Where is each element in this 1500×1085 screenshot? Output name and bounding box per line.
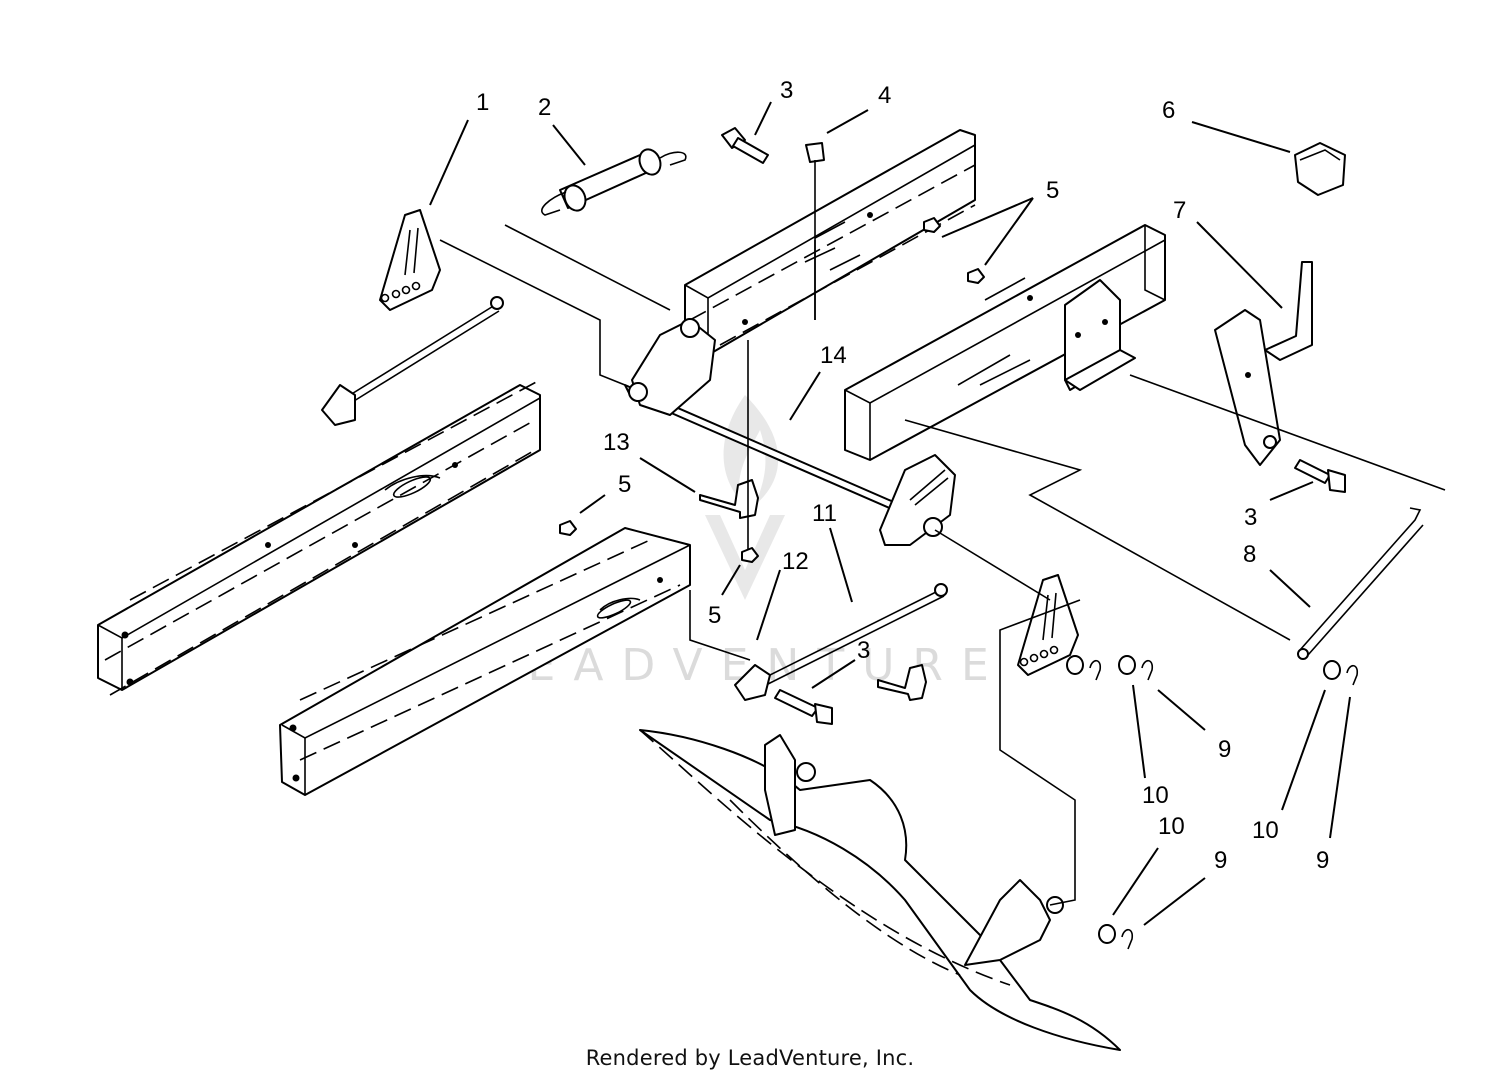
callout-1: 1 — [476, 89, 489, 116]
part-6-knob — [1294, 142, 1346, 196]
left-frame-rail — [97, 379, 541, 696]
callout-4: 4 — [878, 82, 891, 109]
callout-9: 9 — [1218, 736, 1231, 763]
rear-frame-section — [639, 729, 1121, 1051]
callout-8: 8 — [1243, 541, 1256, 568]
part-13-clamps — [699, 479, 927, 701]
callout-10: 10 — [1142, 782, 1169, 809]
right-frame-rail — [279, 527, 691, 796]
part-3-bolt-upper — [721, 127, 769, 164]
callout-3: 3 — [780, 77, 793, 104]
part-3-bolt-lower — [774, 689, 833, 725]
part-1-adjustment-plate-lower — [1017, 574, 1079, 676]
callout-labels: 1 2 3 4 5 6 7 14 13 5 11 12 5 3 3 8 9 10… — [476, 77, 1329, 874]
callout-5: 5 — [1046, 177, 1059, 204]
part-5-nuts — [559, 217, 985, 563]
callout-9: 9 — [1316, 847, 1329, 874]
callout-3: 3 — [1244, 504, 1257, 531]
callout-12: 12 — [782, 548, 809, 575]
part-11-rod-upper — [321, 296, 504, 426]
assembly-lines — [439, 224, 1446, 906]
part-3-bolt-right — [1294, 459, 1346, 493]
right-box-frame — [844, 224, 1166, 461]
callout-7: 7 — [1173, 197, 1186, 224]
part-2-spring — [541, 148, 687, 216]
callout-6: 6 — [1162, 97, 1175, 124]
upper-channel-bracket — [684, 129, 976, 356]
part-11-rod — [734, 583, 948, 701]
callout-13: 13 — [603, 429, 630, 456]
callout-10: 10 — [1252, 817, 1279, 844]
callout-11: 11 — [812, 500, 837, 527]
parts-9-10-washers-pins — [1066, 655, 1359, 950]
leader-lines — [429, 101, 1351, 926]
part-7-lever — [1214, 261, 1313, 466]
render-credit: Rendered by LeadVenture, Inc. — [585, 1046, 915, 1070]
callout-10: 10 — [1158, 813, 1185, 840]
part-8-rod — [1297, 507, 1424, 660]
part-1-adjustment-plate — [379, 209, 441, 311]
callout-3: 3 — [857, 637, 870, 664]
cross-shaft — [624, 318, 956, 546]
callout-14: 14 — [820, 342, 847, 369]
callout-2: 2 — [538, 94, 551, 121]
callout-9: 9 — [1214, 847, 1227, 874]
mounting-plate — [1064, 279, 1136, 391]
callout-5: 5 — [708, 602, 721, 629]
callout-5: 5 — [618, 471, 631, 498]
